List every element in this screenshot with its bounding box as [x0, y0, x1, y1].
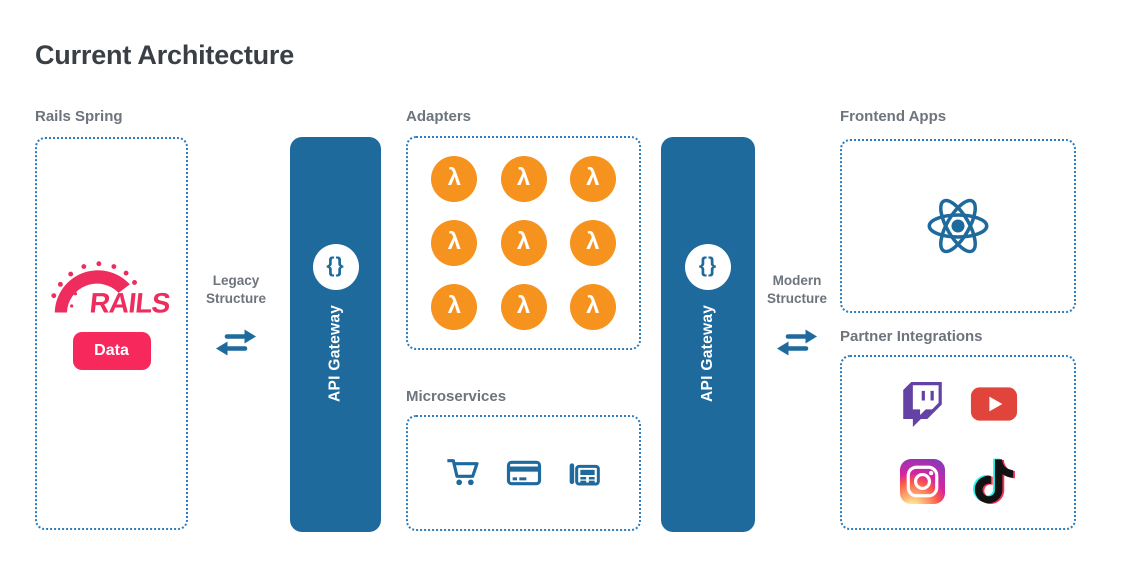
legacy-structure-label: Legacy Structure — [205, 273, 266, 306]
braces-icon: {} — [312, 244, 359, 290]
adapters-box: λ λ λ λ λ λ λ λ λ — [406, 136, 641, 350]
instagram-icon — [898, 457, 946, 505]
braces-icon: {} — [685, 244, 731, 290]
lambda-icon: λ — [431, 220, 478, 266]
rails-spring-label: Rails Spring — [35, 108, 123, 125]
react-icon — [927, 198, 989, 254]
api-gateway-right: {} API Gateway — [661, 137, 755, 532]
frontend-apps-label: Frontend Apps — [840, 108, 947, 125]
microservices-label: Microservices — [406, 388, 507, 405]
credit-card-icon — [506, 460, 541, 486]
partner-integrations-label: Partner Integrations — [840, 328, 983, 345]
api-gateway-left: {} API Gateway — [290, 137, 381, 532]
page-title: Current Architecture — [35, 40, 295, 70]
api-gateway-left-label: API Gateway — [326, 304, 344, 402]
lambda-icon: λ — [431, 156, 478, 202]
fax-machine-icon — [569, 463, 601, 486]
rails-logo-text: RAILS — [88, 287, 171, 319]
rails-logo-icon: RAILS — [50, 261, 171, 319]
partner-integrations-box — [840, 355, 1076, 530]
microservices-box — [406, 415, 641, 531]
youtube-icon — [970, 380, 1018, 428]
lambda-icon: λ — [569, 220, 616, 266]
lambda-icon: λ — [569, 156, 616, 202]
lambda-icon: λ — [500, 156, 547, 202]
adapters-label: Adapters — [406, 108, 472, 125]
api-gateway-right-label: API Gateway — [699, 304, 716, 402]
lambda-icon: λ — [569, 284, 616, 330]
lambda-icon: λ — [431, 284, 478, 330]
legacy-swap-arrows-icon — [216, 329, 256, 356]
frontend-apps-box — [840, 139, 1076, 313]
rails-spring-box: RAILS Data — [35, 137, 188, 530]
modern-swap-arrows-icon — [777, 329, 817, 356]
twitch-icon — [898, 380, 946, 428]
lambda-icon: λ — [500, 284, 547, 330]
lambda-icon: λ — [500, 220, 547, 266]
tiktok-icon — [970, 457, 1018, 505]
data-button[interactable]: Data — [72, 332, 151, 370]
modern-structure-label: Modern Structure — [766, 273, 827, 306]
shopping-cart-icon — [447, 459, 479, 486]
